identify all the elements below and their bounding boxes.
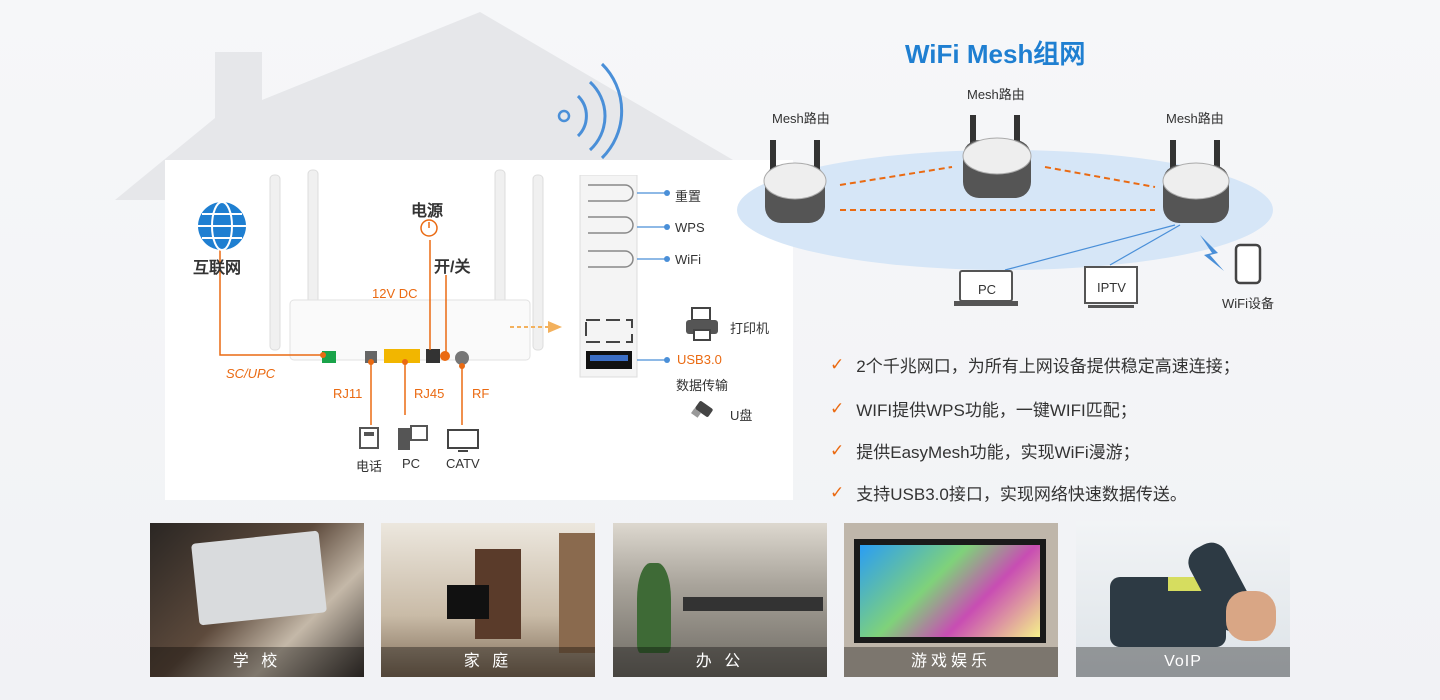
feature-item: ✓WIFI提供WPS功能，一键WIFI匹配； (830, 398, 1137, 421)
mesh-client-wifi: WiFi设备 (1222, 296, 1274, 311)
wifi-signal-icon (557, 62, 624, 160)
pc-label: PC (402, 456, 421, 471)
scupc-label: SC/UPC (226, 366, 276, 381)
feature-item: ✓提供EasyMesh功能，实现WiFi漫游； (830, 440, 1140, 463)
scene-gaming-photo: 游戏娱乐 (844, 523, 1058, 677)
mesh-title: WiFi Mesh组网 (905, 39, 1086, 69)
router-illustration (269, 169, 544, 365)
onoff-label: 开/关 (434, 259, 471, 276)
scene-school-caption: 学 校 (150, 647, 364, 677)
pc-icon (398, 425, 428, 450)
catv-label: CATV (446, 456, 480, 471)
phone-label: 电话 (356, 459, 383, 474)
usb-drive-icon (691, 401, 713, 418)
wifi-button-label: WiFi (675, 252, 701, 267)
rj45-label: RJ45 (414, 386, 445, 401)
scene-home-photo: 家 庭 (381, 523, 595, 677)
power-icon (420, 219, 438, 237)
check-icon: ✓ (830, 482, 845, 502)
printer-icon (686, 307, 718, 341)
check-icon: ✓ (830, 440, 845, 460)
scene-office-caption: 办 公 (613, 647, 827, 677)
dc-label: 12V DC (372, 286, 418, 301)
rf-label: RF (472, 386, 490, 401)
mesh-diagram (737, 115, 1273, 308)
feature-item: ✓2个千兆网口，为所有上网设备提供稳定高速连接； (830, 354, 1240, 377)
mesh-client-iptv: IPTV (1097, 280, 1126, 295)
internet-label: 互联网 (193, 260, 242, 277)
phone-icon (359, 427, 379, 449)
scene-voip-caption: VoIP (1076, 647, 1290, 677)
reset-label: 重置 (675, 189, 702, 204)
mesh-node-left-label: Mesh路由 (772, 111, 830, 126)
usb-desc: 数据传输 (676, 378, 729, 393)
feature-item: ✓支持USB3.0接口，实现网络快速数据传送。 (830, 482, 1187, 505)
mesh-node-center-label: Mesh路由 (967, 87, 1025, 102)
tv-icon (447, 429, 479, 452)
router-side-view (510, 175, 670, 378)
scene-gaming-caption: 游戏娱乐 (844, 647, 1058, 677)
scene-home-caption: 家 庭 (381, 647, 595, 677)
house-connection-lines (219, 240, 465, 425)
globe-icon (198, 201, 246, 251)
scene-school-photo: 学 校 (150, 523, 364, 677)
check-icon: ✓ (830, 398, 845, 418)
check-icon: ✓ (830, 354, 845, 374)
printer-label: 打印机 (730, 321, 770, 336)
scene-office-photo: 办 公 (613, 523, 827, 677)
udisk-label: U盘 (730, 408, 753, 423)
scene-voip-photo: VoIP (1076, 521, 1290, 677)
rj11-label: RJ11 (333, 386, 363, 401)
power-label: 电源 (411, 203, 444, 220)
usb-label: USB3.0 (677, 352, 722, 367)
wps-label: WPS (675, 220, 705, 235)
mesh-client-pc: PC (978, 282, 997, 297)
mesh-node-right-label: Mesh路由 (1166, 111, 1224, 126)
